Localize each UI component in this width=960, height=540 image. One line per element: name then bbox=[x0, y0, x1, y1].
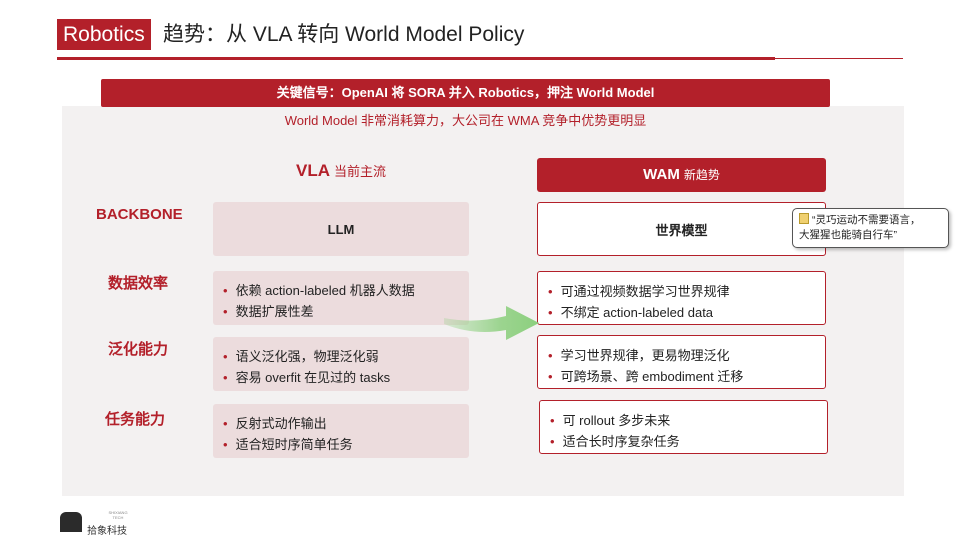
list-item: •可通过视频数据学习世界规律 bbox=[548, 284, 730, 299]
vla-backbone-text: LLM bbox=[327, 221, 355, 237]
row-label-generalization: 泛化能力 bbox=[108, 341, 169, 358]
list-item: •学习世界规律，更易物理泛化 bbox=[548, 348, 730, 363]
note-line-1: “灵巧运动不需要语言， bbox=[812, 214, 921, 226]
signal-subtitle: World Model 非常消耗算力，大公司在 WMA 竞争中优势更明显 bbox=[284, 113, 647, 128]
page-title: 趋势：从 VLA 转向 World Model Policy bbox=[163, 23, 525, 46]
list-item: •可跨场景、跨 embodiment 迁移 bbox=[548, 369, 744, 384]
wam-subtitle: 新趋势 bbox=[683, 168, 720, 182]
vla-task-ability-box: •反射式动作输出 •适合短时序简单任务 bbox=[213, 404, 469, 458]
note-line-2: 大猩猩也能骑自行车” bbox=[799, 229, 897, 241]
row-label-backbone: BACKBONE bbox=[96, 206, 183, 223]
brand-logo-icon bbox=[60, 512, 82, 532]
list-item: •可 rollout 多步未来 bbox=[550, 413, 671, 428]
list-item: •数据扩展性差 bbox=[223, 304, 314, 319]
list-item: •适合长时序复杂任务 bbox=[550, 434, 680, 449]
wam-title: WAM bbox=[643, 166, 680, 183]
vla-data-efficiency-box: •依赖 action-labeled 机器人数据 •数据扩展性差 bbox=[213, 271, 469, 325]
vla-subtitle: 当前主流 bbox=[333, 164, 386, 179]
title-divider bbox=[57, 57, 775, 60]
transition-arrow-icon bbox=[444, 306, 539, 340]
list-item: •适合短时序简单任务 bbox=[223, 437, 353, 452]
row-label-task-ability: 任务能力 bbox=[105, 411, 166, 428]
memo-icon bbox=[799, 213, 809, 224]
list-item: •语义泛化强，物理泛化弱 bbox=[223, 349, 379, 364]
vla-backbone-box: LLM bbox=[213, 202, 469, 256]
vla-title: VLA bbox=[295, 161, 330, 180]
wam-backbone-text: 世界模型 bbox=[655, 222, 708, 238]
row-label-data-efficiency: 数据效率 bbox=[108, 275, 169, 292]
list-item: •依赖 action-labeled 机器人数据 bbox=[223, 283, 415, 298]
brand-name: 拾象科技 bbox=[87, 526, 127, 537]
list-item: •不绑定 action-labeled data bbox=[548, 305, 714, 320]
list-item: •反射式动作输出 bbox=[223, 416, 327, 431]
title-tag: Robotics bbox=[57, 19, 151, 50]
wam-generalization-box: •学习世界规律，更易物理泛化 •可跨场景、跨 embodiment 迁移 bbox=[537, 335, 826, 389]
signal-banner: 关键信号：OpenAI 将 SORA 并入 Robotics，押注 World … bbox=[101, 79, 830, 107]
quote-note: “灵巧运动不需要语言， 大猩猩也能骑自行车” bbox=[792, 208, 949, 248]
vla-generalization-box: •语义泛化强，物理泛化弱 •容易 overfit 在见过的 tasks bbox=[213, 337, 469, 391]
wam-task-ability-box: •可 rollout 多步未来 •适合长时序复杂任务 bbox=[539, 400, 828, 454]
title-divider-thin bbox=[775, 58, 903, 59]
wam-data-efficiency-box: •可通过视频数据学习世界规律 •不绑定 action-labeled data bbox=[537, 271, 826, 325]
list-item: •容易 overfit 在见过的 tasks bbox=[223, 370, 391, 385]
wam-backbone-box: 世界模型 bbox=[537, 202, 826, 256]
